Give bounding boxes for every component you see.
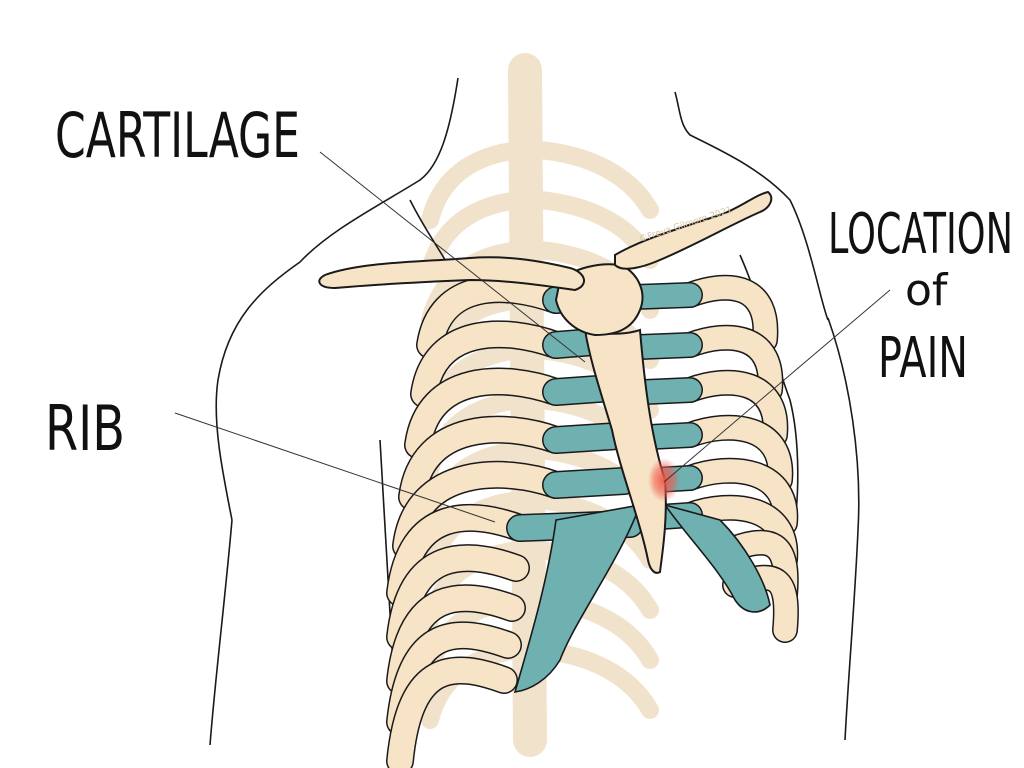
rib-left <box>387 545 529 650</box>
pain-location-marker <box>648 458 680 502</box>
leader-lines <box>174 151 891 523</box>
label-location: LOCATION <box>828 202 1013 267</box>
label-rib: RIB <box>45 392 125 465</box>
rib-right <box>678 326 782 402</box>
rib-left <box>387 585 525 694</box>
label-pain: PAIN <box>878 326 968 391</box>
rib-right <box>678 371 787 447</box>
spine-rib-shadow <box>421 141 529 229</box>
rib-left <box>393 462 569 559</box>
cartilage-left <box>543 468 637 498</box>
rib-right <box>678 276 777 352</box>
rib-left <box>417 276 569 358</box>
label-of: of <box>905 265 949 316</box>
rib-left <box>411 321 569 407</box>
cartilage-right <box>633 378 702 404</box>
rib-right <box>678 416 792 492</box>
rib-left <box>405 369 569 458</box>
cartilage-right <box>623 283 702 309</box>
label-cartilage: CARTILAGE <box>55 99 300 172</box>
costal-cartilage-margin <box>513 503 771 693</box>
cartilage-right <box>628 333 702 359</box>
rib-right <box>678 459 797 535</box>
cartilage-left <box>543 423 631 453</box>
spine-column <box>508 53 547 757</box>
cartilage-right <box>638 423 702 449</box>
spine-rib-shadow <box>421 191 529 279</box>
spine-rib-shadow <box>531 141 659 219</box>
cartilage-leader-line <box>319 151 586 363</box>
pain-leader-line <box>663 289 891 483</box>
rib-left <box>399 417 569 510</box>
rib-left <box>387 505 533 606</box>
rib-leader-line <box>174 412 496 523</box>
rib-left <box>387 658 517 768</box>
